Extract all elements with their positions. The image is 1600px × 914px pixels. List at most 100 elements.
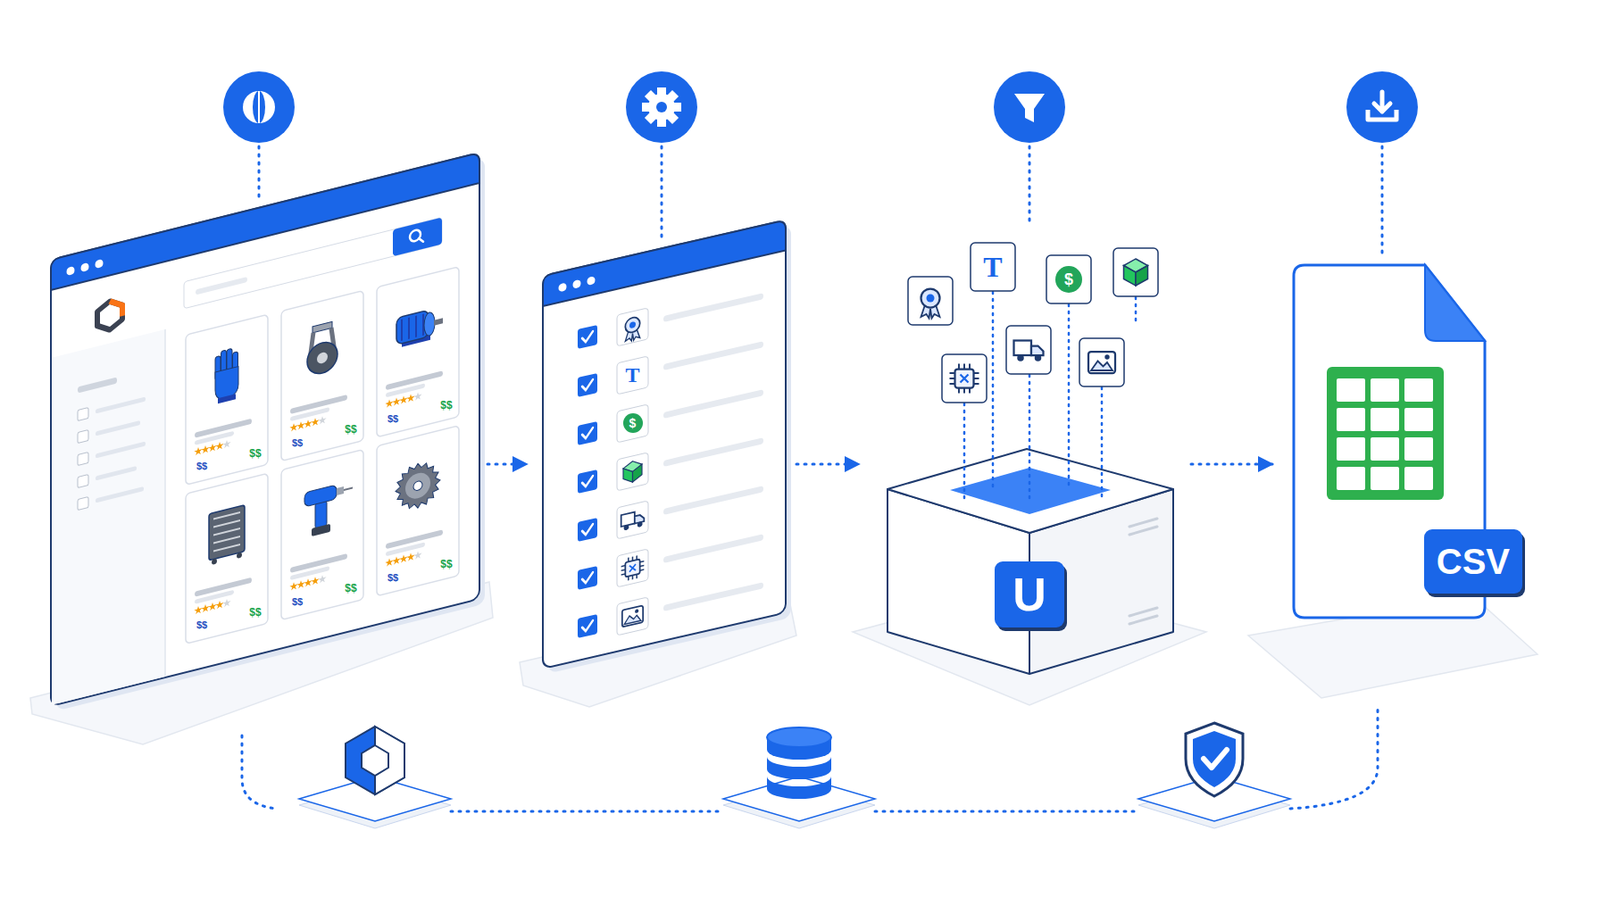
chip-icon [960,375,969,384]
product-card [296,579,305,590]
award-icon [926,294,935,303]
database-icon [766,727,832,800]
shield-icon [1185,723,1243,797]
award-icon [625,316,640,334]
product-card [281,450,364,621]
award-icon [921,289,941,319]
field-selection-window [542,218,792,675]
gear-icon [625,71,698,143]
motor-illustration [396,306,443,349]
product-card [281,291,364,462]
csv-file [1326,366,1444,500]
saw-illustration [405,470,431,502]
chip-icon [950,364,980,394]
chip-icon [950,364,980,394]
chest-illustration [213,520,241,528]
filter-icon [993,71,1066,143]
image-icon [622,605,643,627]
award-icon [625,316,640,342]
spreadsheet-grid [1404,378,1434,402]
processing-node: U [887,449,1192,675]
field-icon-box [908,276,953,325]
product-card [281,450,364,621]
product-card [215,441,224,451]
field-row [622,605,643,627]
product-card [310,575,319,586]
database-icon [766,776,832,800]
chip-icon [955,369,975,389]
filter-sidebar [77,475,89,489]
field-row [616,404,649,443]
truck-icon [1016,354,1025,362]
filter-icon [1014,93,1045,123]
database-icon [766,757,832,780]
product-card [200,444,209,455]
field-row [616,308,649,347]
price-tag: $$ [196,620,208,631]
product-card [391,555,400,566]
price-tag: $$ [344,424,357,435]
gear-icon [648,93,675,121]
image-icon [1091,361,1113,372]
product-card [376,266,459,438]
filter-sidebar [77,452,89,467]
filter-sidebar [95,397,146,415]
field-icon-box [1006,325,1051,375]
price-tag: $$ [291,438,303,449]
field-row [616,452,649,492]
globe-icon [223,71,295,143]
product-card [222,439,231,450]
glove-illustration [215,347,239,406]
spreadsheet-grid [1336,466,1366,491]
spreadsheet-grid [1370,466,1400,491]
motor-illustration [400,319,403,342]
field-icon-box [1079,338,1125,387]
product-card [376,425,459,597]
field-row [625,316,640,342]
price-tag: $$ [249,607,261,618]
motor-illustration [415,316,417,338]
field-row [623,458,642,484]
catalog-browser-window [66,266,75,276]
field-selection-window [573,279,582,290]
caster-illustration [307,339,338,378]
dotted-leader [1028,375,1032,500]
product-card [185,314,268,485]
product-card [384,398,393,409]
product-card [296,420,305,431]
text-field-icon: T [983,252,1002,282]
flow-arrow [1191,463,1273,467]
product-card [376,425,459,597]
chest-illustration [236,552,242,560]
filter-sidebar [95,397,146,504]
spreadsheet-grid [1336,378,1366,402]
globe-icon [258,91,260,124]
spreadsheet-grid [1336,437,1366,461]
product-card [317,574,326,584]
dotted-leader [991,291,995,487]
download-icon [1346,71,1418,143]
shield-icon [1203,750,1227,768]
product-card [303,418,312,429]
filter-sidebar [95,486,144,504]
field-row [582,572,593,584]
field-row [616,549,649,588]
filter-sidebar [77,430,89,444]
product-card [406,392,415,403]
drill-illustration [343,488,353,492]
chest-illustration [211,558,217,567]
layout-arrows [487,463,527,467]
hex-logo [345,726,405,795]
field-icon-box [941,354,987,403]
processing-cube [1129,616,1158,625]
dotted-leader [258,146,261,199]
spreadsheet-grid [1370,408,1400,432]
price-tag: $$ [196,461,208,472]
truck-icon [1014,341,1044,362]
download-icon [1374,91,1391,112]
field-row [577,425,764,500]
catalog-browser-window [95,258,104,269]
field-row [577,517,598,542]
